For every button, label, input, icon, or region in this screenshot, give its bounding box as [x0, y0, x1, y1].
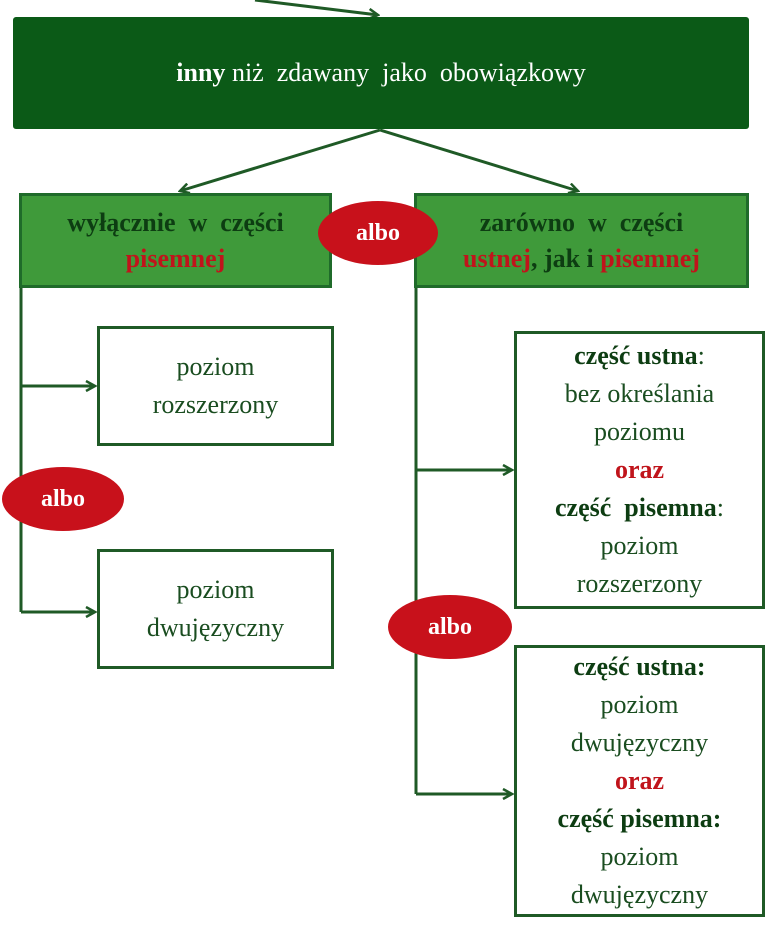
r1-oral-heading-bold: część ustna	[574, 341, 698, 370]
r1-conjunction: oraz	[614, 455, 665, 484]
written-only-line1: wyłącznie w części	[67, 207, 284, 237]
oral-and-written-line1: zarówno w części	[479, 207, 684, 237]
and-word: , jak i	[530, 243, 601, 273]
r2-oral-line2: dwujęzyczny	[570, 728, 709, 757]
other-language-bold: inny	[176, 58, 226, 87]
r1-written-line1: poziom	[600, 531, 679, 560]
option-extended-line2: rozszerzony	[152, 390, 279, 419]
r2-written-heading: część pisemna:	[557, 804, 722, 833]
option-oral-bilingual-written-bilingual: część ustna: poziom dwujęzyczny oraz czę…	[514, 645, 765, 917]
r1-oral-heading-colon: :	[697, 341, 705, 370]
option-bilingual-line2: dwujęzyczny	[146, 613, 285, 642]
r2-written-line1: poziom	[600, 842, 679, 871]
arrow-to-right-category	[379, 128, 578, 191]
oral-and-written-line2: ustnej, jak i pisemnej	[463, 241, 700, 277]
option-bilingual-level: poziom dwujęzyczny	[97, 549, 334, 669]
albo-badge-top-label: albo	[355, 219, 400, 246]
r1-written-line2: rozszerzony	[576, 569, 703, 598]
albo-badge-right: albo	[388, 595, 512, 659]
other-language-rest: niż zdawany jako obowiązkowy	[231, 58, 586, 87]
other-language-box: inny niż zdawany jako obowiązkowy	[13, 17, 749, 129]
option-extended-level: poziom rozszerzony	[97, 326, 334, 446]
r1-written-heading: część pisemna:	[555, 489, 724, 527]
r1-oral-line2: poziomu	[594, 417, 685, 446]
written-only-line2: pisemnej	[125, 243, 226, 273]
oral-word: ustnej	[463, 243, 531, 273]
albo-badge-left-label: albo	[40, 485, 85, 512]
option-bilingual-line1: poziom	[176, 575, 255, 604]
arrow-to-left-category	[180, 128, 381, 191]
incoming-arrow	[254, 0, 378, 15]
r1-written-heading-bold: część pisemna	[555, 493, 717, 522]
r1-written-heading-colon: :	[716, 493, 724, 522]
r1-oral-line1: bez określania	[564, 379, 715, 408]
option-oral-no-level-written-extended: część ustna: bez określania poziomu oraz…	[514, 331, 765, 609]
r2-conjunction: oraz	[614, 766, 665, 795]
option-extended-line1: poziom	[176, 352, 255, 381]
albo-badge-right-label: albo	[427, 613, 472, 640]
r2-oral-heading: część ustna:	[573, 652, 706, 681]
written-only-box: wyłącznie w części pisemnej	[19, 193, 332, 288]
other-language-label: inny niż zdawany jako obowiązkowy	[176, 58, 585, 88]
written-word: pisemnej	[600, 243, 700, 273]
r1-oral-heading: część ustna:	[574, 337, 705, 375]
albo-badge-left: albo	[2, 467, 124, 531]
albo-badge-top: albo	[318, 201, 438, 265]
r2-written-line2: dwujęzyczny	[570, 880, 709, 909]
oral-and-written-box: zarówno w części ustnej, jak i pisemnej	[414, 193, 749, 288]
r2-oral-line1: poziom	[600, 690, 679, 719]
